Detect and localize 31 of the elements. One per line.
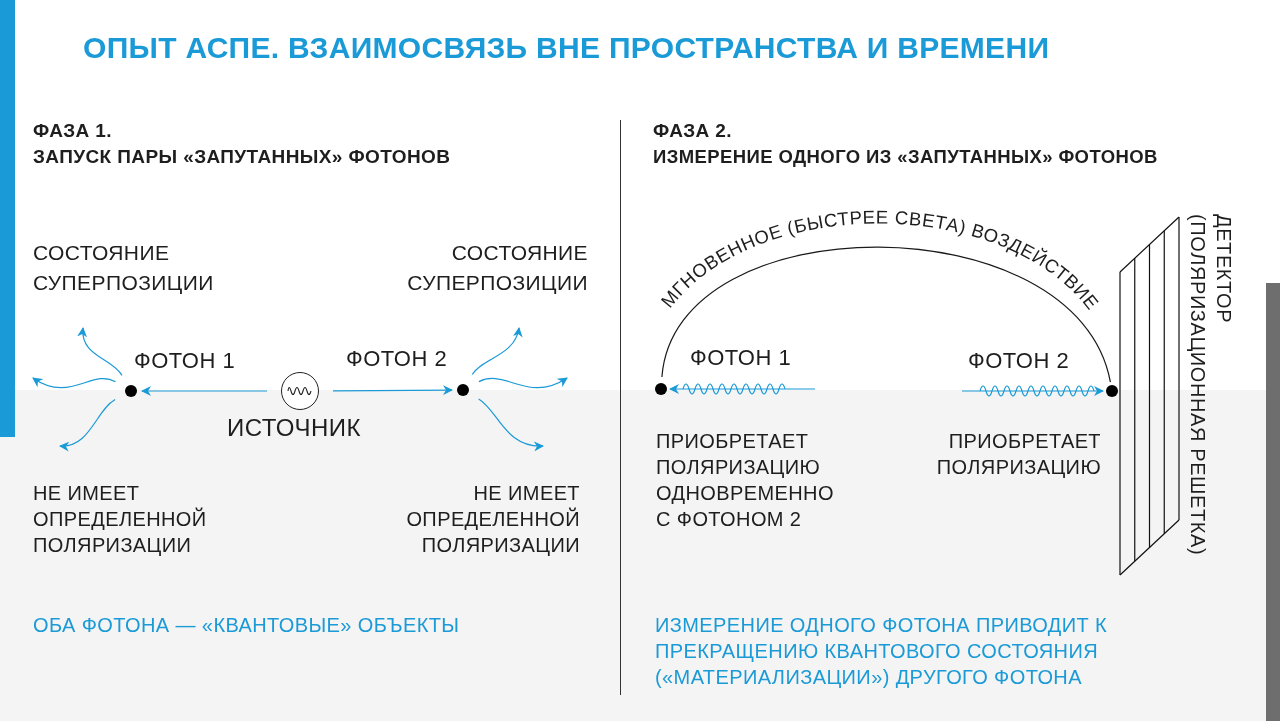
- wavy-arrow: [478, 398, 544, 451]
- photon-label: ФОТОН 1: [134, 348, 236, 374]
- section-heading: ФАЗА 2.: [653, 119, 733, 143]
- note-text: ПРИОБРЕТАЕТ ПОЛЯРИЗАЦИЮ: [935, 429, 1101, 480]
- wavy-arrow: [961, 385, 1104, 397]
- detector-label: ДЕТЕКТОР: [1212, 214, 1236, 326]
- note-text: СОСТОЯНИЕ СУПЕРПОЗИЦИИ: [33, 240, 215, 296]
- wavy-arrow: [478, 377, 568, 389]
- section-heading: ЗАПУСК ПАРЫ «ЗАПУТАННЫХ» ФОТОНОВ: [33, 145, 452, 169]
- wavy-arrow: [471, 327, 522, 376]
- photon-label: ФОТОН 2: [346, 346, 448, 372]
- photon-label: ФОТОН 2: [968, 348, 1070, 374]
- wavy-arrow: [669, 383, 816, 395]
- wavy-arrow: [77, 327, 123, 376]
- wavy-arrow: [32, 377, 117, 389]
- note-text: ПРИОБРЕТАЕТ ПОЛЯРИЗАЦИЮ ОДНОВРЕМЕННО С ФОТОНОМ 2: [656, 429, 835, 532]
- note-text: СОСТОЯНИЕ СУПЕРПОЗИЦИИ: [406, 240, 588, 296]
- arrow: [332, 385, 453, 396]
- section-heading: ФАЗА 1.: [33, 119, 113, 143]
- title: ОПЫТ АСПЕ. ВЗАИМОСВЯЗЬ ВНЕ ПРОСТРАНСТВА И ВРЕМЕНИ: [83, 31, 1050, 65]
- detector-label: (ПОЛЯРИЗАЦИОННАЯ РЕШЕТКА): [1186, 214, 1210, 558]
- wavy-arrow: [59, 399, 116, 451]
- note-text: НЕ ИМЕЕТ ОПРЕДЕЛЕННОЙ ПОЛЯРИЗАЦИИ: [405, 481, 580, 558]
- source-label: ИСТОЧНИК: [227, 415, 362, 441]
- note-text: НЕ ИМЕЕТ ОПРЕДЕЛЕННОЙ ПОЛЯРИЗАЦИИ: [33, 481, 208, 558]
- conclusion-text: ОБА ФОТОНА — «КВАНТОВЫЕ» ОБЪЕКТЫ: [33, 613, 461, 638]
- section-heading: ИЗМЕРЕНИЕ ОДНОГО ИЗ «ЗАПУТАННЫХ» ФОТОНОВ: [653, 145, 1159, 169]
- arrow: [141, 386, 268, 396]
- conclusion-text: ИЗМЕРЕНИЕ ОДНОГО ФОТОНА ПРИВОДИТ К ПРЕКРАЩЕНИЮ КВАНТОВОГО СОСТОЯНИЯ («МАТЕРИАЛИЗАЦИИ») ДРУГОГО ФОТОНА: [655, 613, 1109, 690]
- polarization-grating-drawing: [1117, 215, 1182, 578]
- photon-label: ФОТОН 1: [690, 345, 792, 371]
